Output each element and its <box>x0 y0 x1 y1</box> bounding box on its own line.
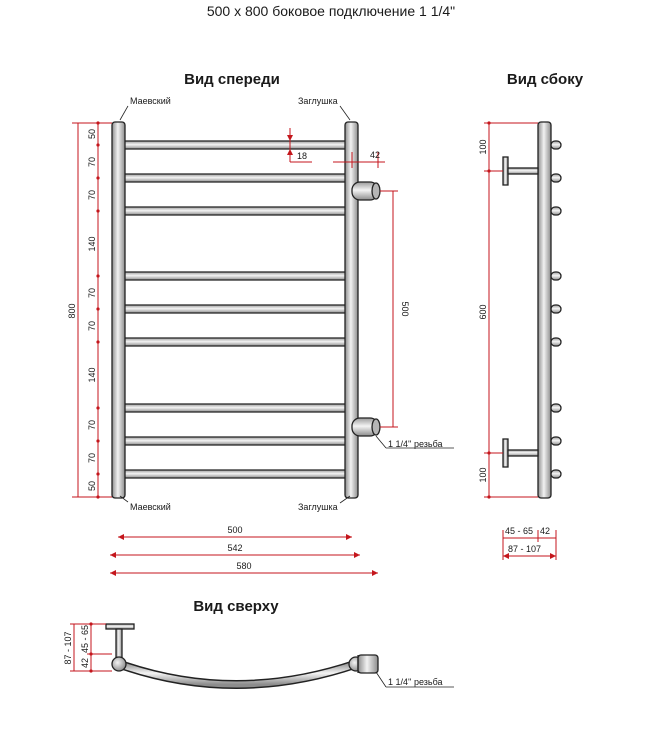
dim-side-depth-a: 45 - 65 <box>505 526 533 536</box>
dim-inlet-distance: 500 <box>400 301 410 316</box>
dim-spacing: 70 <box>87 453 97 463</box>
top-view-heading: Вид сверху <box>193 598 279 615</box>
crossbar <box>117 271 355 281</box>
dim-spacing: 70 <box>87 157 97 167</box>
maevsky-label-top: Маевский <box>130 96 171 106</box>
crossbar <box>117 206 355 216</box>
front-view-heading: Вид спереди <box>184 71 280 88</box>
side-riser <box>537 121 552 499</box>
right-riser <box>344 121 359 499</box>
dim-pipe-offset: 18 <box>297 151 307 161</box>
dim-spacing: 140 <box>87 367 97 382</box>
dim-width-inner: 500 <box>227 525 242 535</box>
page-title: 500 x 800 боковое подключение 1 1/4" <box>207 3 455 19</box>
dim-outlet-offset: 42 <box>370 150 380 160</box>
dim-width-outer: 580 <box>236 561 251 571</box>
dim-spacing: 70 <box>87 288 97 298</box>
crossbar <box>117 140 355 150</box>
top-outlet <box>357 654 379 674</box>
top-view: 1 1/4'' резьба 87 - 107 42 45 - 65 <box>63 622 454 689</box>
zaglushka-label-bottom: Заглушка <box>298 502 338 512</box>
maevsky-label-bottom: Маевский <box>130 502 171 512</box>
dim-side-top: 100 <box>478 139 488 154</box>
dim-spacing: 70 <box>87 190 97 200</box>
crossbar <box>117 403 355 413</box>
thread-label-front: 1 1/4'' резьба <box>388 439 443 449</box>
dim-top-a: 42 <box>80 658 90 668</box>
dim-spacing: 50 <box>87 129 97 139</box>
dim-side-mid: 600 <box>478 304 488 319</box>
crossbars <box>117 140 355 479</box>
dim-spacing: 70 <box>87 321 97 331</box>
dim-width-mid: 542 <box>227 543 242 553</box>
left-riser <box>111 121 126 499</box>
dim-side-bottom: 100 <box>478 467 488 482</box>
dim-spacing: 70 <box>87 420 97 430</box>
lower-wall-bracket <box>502 438 539 468</box>
top-left-riser <box>111 656 127 672</box>
thread-label-top: 1 1/4'' резьба <box>388 677 443 687</box>
crossbar <box>117 436 355 446</box>
side-crossbar-stubs <box>550 140 562 479</box>
top-wall-plate <box>105 623 135 630</box>
dim-spacing-labels: 50 70 70 140 70 70 140 70 70 50 <box>87 129 97 491</box>
side-view-heading: Вид сбоку <box>507 71 584 88</box>
dim-spacing: 140 <box>87 236 97 251</box>
dim-total-height: 800 <box>67 303 77 318</box>
dim-spacing: 50 <box>87 481 97 491</box>
lower-outlet <box>351 417 381 437</box>
upper-wall-bracket <box>502 156 539 186</box>
front-view: Маевский Заглушка Маевский Заглушка 1 1/… <box>67 96 454 576</box>
dim-top-total: 87 - 107 <box>63 631 73 664</box>
dim-side-depth-total: 87 - 107 <box>508 544 541 554</box>
crossbar <box>117 469 355 479</box>
dim-side-depth-b: 42 <box>540 526 550 536</box>
zaglushka-label-top: Заглушка <box>298 96 338 106</box>
side-view: 100 600 100 45 - 65 42 87 - 107 <box>478 121 562 560</box>
top-bracket-rod <box>115 628 123 660</box>
crossbar <box>117 304 355 314</box>
crossbar <box>117 173 355 183</box>
dim-top-b: 45 - 65 <box>80 625 90 653</box>
crossbar <box>117 337 355 347</box>
upper-outlet <box>351 181 381 201</box>
